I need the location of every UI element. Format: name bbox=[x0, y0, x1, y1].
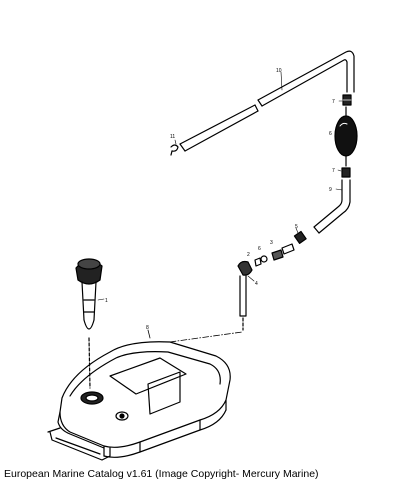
callout-pickup-tube: 4 bbox=[255, 281, 258, 287]
pickup-tube bbox=[239, 275, 247, 331]
callout-fuel-gauge: 1 bbox=[105, 298, 108, 304]
fuel-line-lower bbox=[313, 179, 351, 234]
primer-bulb bbox=[334, 106, 358, 167]
clamp-top bbox=[342, 94, 352, 106]
callout-hose-lower: 9 bbox=[329, 187, 332, 193]
fuel-tank bbox=[47, 341, 231, 461]
clamp-bottom bbox=[341, 167, 351, 178]
callout-connector-b: 3 bbox=[270, 240, 273, 246]
fuel-gauge bbox=[75, 258, 103, 389]
callout-connector-c: 6 bbox=[258, 246, 261, 252]
callout-clamp-top: 7 bbox=[332, 99, 335, 105]
leader-tank-callout bbox=[147, 329, 151, 339]
image-caption: European Marine Catalog v1.61 (Image Cop… bbox=[4, 468, 319, 480]
fuel-line-upper bbox=[179, 50, 355, 152]
callout-line: 10 bbox=[276, 68, 282, 74]
callout-clamp-bottom: 7 bbox=[332, 168, 335, 174]
callout-connector-d: 2 bbox=[247, 252, 250, 258]
callout-fitting: 11 bbox=[170, 134, 175, 140]
hose-fitting-hook bbox=[170, 144, 179, 156]
callout-tank: 8 bbox=[146, 325, 149, 331]
connector-assembly bbox=[237, 230, 307, 276]
leader-tank-to-tube bbox=[169, 331, 243, 343]
callout-primer-bulb: 6 bbox=[329, 131, 332, 137]
callout-connector-a: 5 bbox=[295, 224, 298, 230]
